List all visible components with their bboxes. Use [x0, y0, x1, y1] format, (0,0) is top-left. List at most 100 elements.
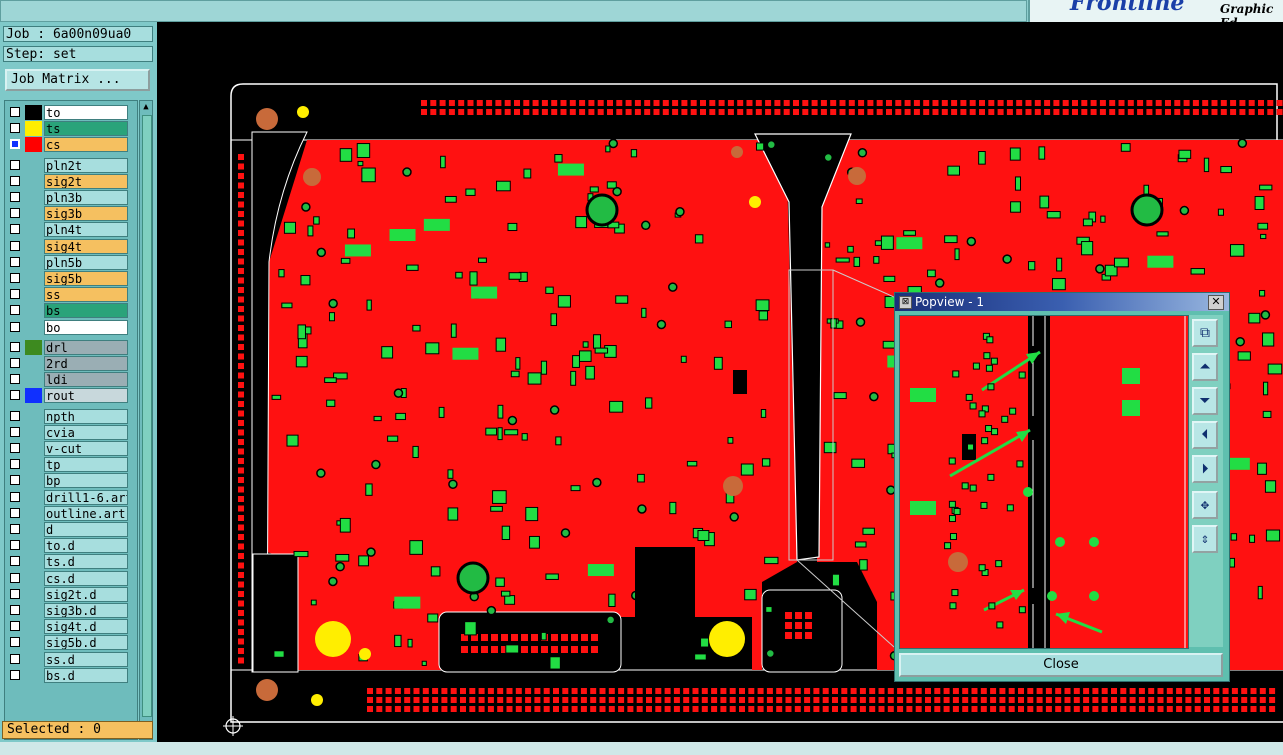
- layer-color-swatch[interactable]: [25, 388, 42, 404]
- popview-titlebar[interactable]: ⊠ Popview - 1 ✕: [895, 293, 1229, 311]
- layer-color-swatch[interactable]: [25, 190, 42, 205]
- layer-checkbox[interactable]: [10, 273, 20, 283]
- layer-name[interactable]: sig2t.d: [44, 586, 128, 602]
- close-icon[interactable]: ✕: [1208, 295, 1224, 310]
- layer-row[interactable]: rout: [8, 388, 128, 404]
- layer-color-swatch[interactable]: [25, 635, 42, 650]
- layer-name[interactable]: sig4t: [44, 238, 128, 254]
- layer-name[interactable]: sig3b: [44, 206, 128, 222]
- layer-row[interactable]: sig5b.d: [8, 635, 128, 651]
- layer-row[interactable]: cs.d: [8, 570, 128, 586]
- layer-color-swatch[interactable]: [25, 619, 42, 634]
- layer-name[interactable]: drill1-6.art: [44, 489, 128, 505]
- layer-name[interactable]: bo: [44, 319, 128, 335]
- layer-checkbox[interactable]: [10, 175, 20, 186]
- layer-row[interactable]: to.d: [8, 538, 128, 554]
- layer-checkbox[interactable]: [10, 224, 20, 235]
- layer-checkbox[interactable]: [10, 556, 20, 567]
- layer-checkbox[interactable]: [10, 572, 20, 583]
- layer-color-swatch[interactable]: [25, 174, 42, 189]
- layer-row[interactable]: pln3b: [8, 190, 128, 205]
- layer-row[interactable]: bs.d: [8, 667, 128, 683]
- layer-row[interactable]: cs: [8, 137, 128, 153]
- layer-name[interactable]: pln2t: [44, 157, 128, 173]
- layer-name[interactable]: sig5b: [44, 271, 128, 286]
- layer-name[interactable]: v-cut: [44, 441, 128, 456]
- layer-name[interactable]: to.d: [44, 538, 128, 554]
- layer-color-swatch[interactable]: [25, 137, 42, 153]
- pan-left-icon[interactable]: ⏴: [1192, 421, 1218, 449]
- layer-checkbox[interactable]: [10, 192, 20, 202]
- layer-checkbox[interactable]: [10, 459, 20, 470]
- layer-checkbox[interactable]: [10, 107, 20, 117]
- layer-checkbox[interactable]: [10, 426, 20, 437]
- layer-color-swatch[interactable]: [25, 538, 42, 553]
- layer-color-swatch[interactable]: [25, 522, 42, 537]
- close-button[interactable]: Close: [899, 653, 1223, 677]
- layer-checkbox[interactable]: [10, 208, 20, 219]
- layer-name[interactable]: to: [44, 105, 128, 120]
- layer-checkbox[interactable]: [10, 256, 20, 267]
- layer-name[interactable]: ts: [44, 121, 128, 137]
- layer-row[interactable]: sig3b: [8, 206, 128, 222]
- layer-color-swatch[interactable]: [25, 409, 42, 424]
- layer-checkbox[interactable]: [10, 139, 20, 150]
- scroll-thumb[interactable]: [142, 115, 152, 717]
- layer-color-swatch[interactable]: [25, 356, 42, 371]
- layer-name[interactable]: cvia: [44, 424, 128, 440]
- layer-name[interactable]: ldi: [44, 372, 128, 388]
- layer-row[interactable]: sig5b: [8, 271, 128, 286]
- layer-checkbox[interactable]: [10, 443, 20, 453]
- layer-color-swatch[interactable]: [25, 222, 42, 237]
- layer-row[interactable]: sig4t: [8, 238, 128, 254]
- popview-canvas[interactable]: [899, 315, 1189, 649]
- layer-color-swatch[interactable]: [25, 255, 42, 270]
- layer-row[interactable]: tp: [8, 457, 128, 473]
- layer-name[interactable]: bp: [44, 473, 128, 489]
- layer-color-swatch[interactable]: [25, 158, 42, 173]
- layer-row[interactable]: sig3b.d: [8, 603, 128, 618]
- layer-name[interactable]: sig3b.d: [44, 603, 128, 618]
- layer-checkbox[interactable]: [10, 540, 20, 551]
- layer-row[interactable]: ldi: [8, 372, 128, 388]
- layer-row[interactable]: drill1-6.art: [8, 489, 128, 505]
- layer-checkbox[interactable]: [10, 475, 20, 486]
- layer-checkbox[interactable]: [10, 653, 20, 664]
- layer-name[interactable]: 2rd: [44, 356, 128, 371]
- menu-strip[interactable]: [0, 0, 1027, 22]
- layer-color-swatch[interactable]: [25, 587, 42, 602]
- layer-row[interactable]: bp: [8, 473, 128, 489]
- layer-checkbox[interactable]: [10, 159, 20, 170]
- layer-row[interactable]: ss: [8, 287, 128, 303]
- layer-row[interactable]: outline.art: [8, 505, 128, 521]
- layer-row[interactable]: npth: [8, 408, 128, 424]
- layer-checkbox[interactable]: [10, 374, 20, 385]
- zoom-in-icon[interactable]: ✥: [1192, 491, 1218, 519]
- layer-row[interactable]: ss.d: [8, 651, 128, 667]
- pan-up-icon[interactable]: ⏶: [1192, 353, 1218, 381]
- layer-color-swatch[interactable]: [25, 372, 42, 387]
- layer-name[interactable]: cs: [44, 137, 128, 153]
- layer-row[interactable]: to: [8, 105, 128, 120]
- layer-color-swatch[interactable]: [25, 457, 42, 472]
- layer-row[interactable]: ts.d: [8, 554, 128, 570]
- layer-color-swatch[interactable]: [25, 652, 42, 667]
- layer-checkbox[interactable]: [10, 240, 20, 251]
- layer-name[interactable]: tp: [44, 457, 128, 473]
- layer-color-swatch[interactable]: [25, 441, 42, 456]
- layer-row[interactable]: v-cut: [8, 441, 128, 456]
- layer-name[interactable]: pln4t: [44, 222, 128, 238]
- layer-row[interactable]: sig2t.d: [8, 586, 128, 602]
- zoom-fit-icon[interactable]: ⧉: [1192, 319, 1218, 347]
- window-menu-icon[interactable]: ⊠: [899, 296, 912, 309]
- layer-row[interactable]: d: [8, 522, 128, 537]
- layer-checkbox[interactable]: [10, 491, 20, 502]
- layer-color-swatch[interactable]: [25, 425, 42, 440]
- layer-checkbox[interactable]: [10, 507, 20, 518]
- pan-down-icon[interactable]: ⏷: [1192, 387, 1218, 415]
- layer-name[interactable]: sig5b.d: [44, 635, 128, 651]
- layer-list-scrollbar[interactable]: ▲ ▼: [139, 100, 153, 740]
- layer-name[interactable]: pln3b: [44, 190, 128, 205]
- layer-name[interactable]: ts.d: [44, 554, 128, 570]
- layer-row[interactable]: pln2t: [8, 157, 128, 173]
